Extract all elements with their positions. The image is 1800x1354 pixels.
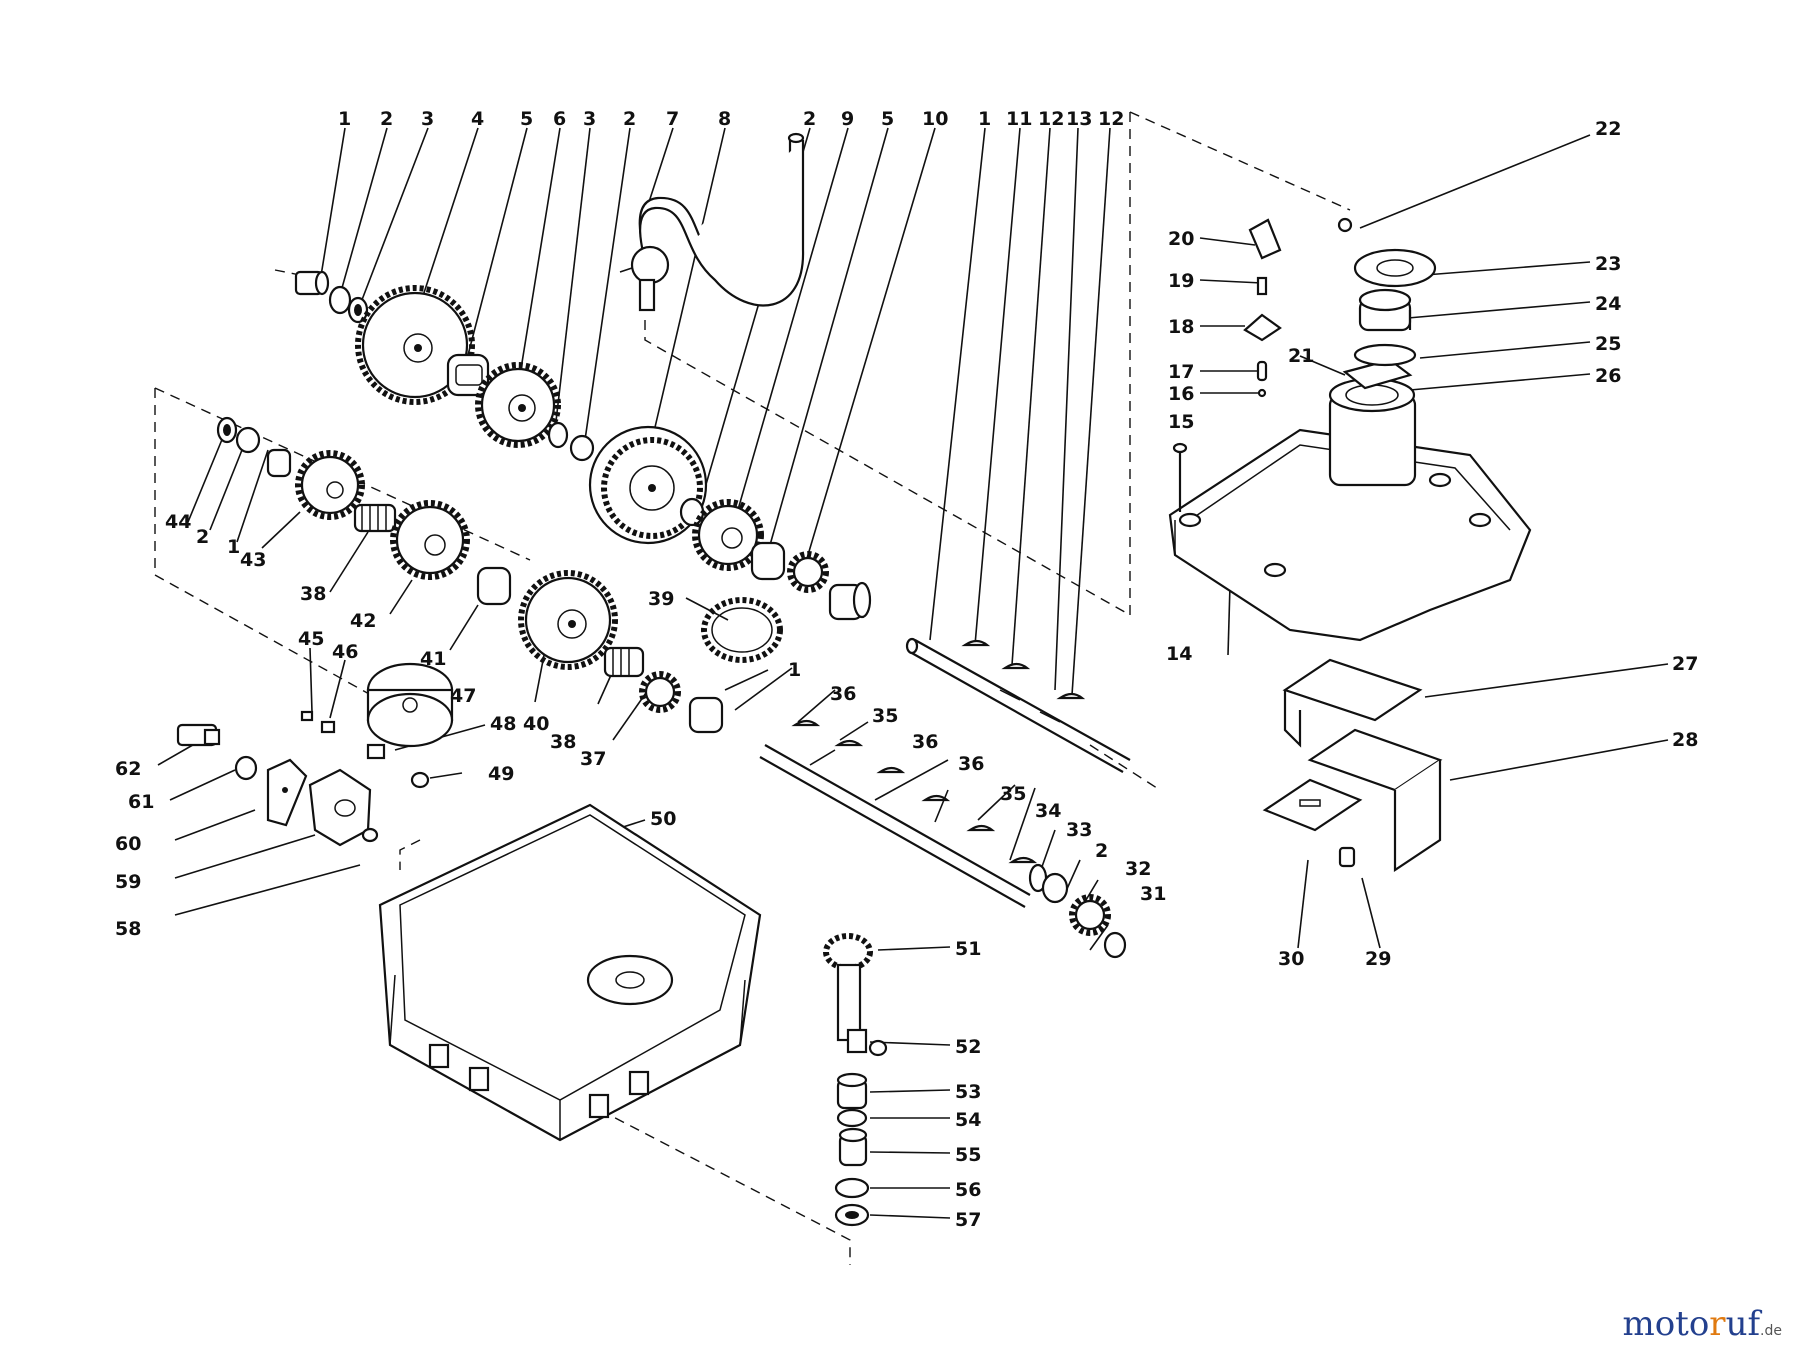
callout-2d: 2 xyxy=(196,526,209,548)
callout-3: 3 xyxy=(421,108,434,130)
callout-20: 20 xyxy=(1168,228,1194,250)
upper-housing-part xyxy=(1168,377,1532,642)
bushing-part xyxy=(294,270,369,324)
gear-part xyxy=(692,499,764,571)
callout-51: 51 xyxy=(955,938,981,960)
callout-13: 13 xyxy=(1066,108,1092,130)
parts-drawings xyxy=(176,132,1532,1227)
callout-21: 21 xyxy=(1288,345,1314,367)
callout-4: 4 xyxy=(471,108,484,130)
motoruf-watermark-logo: motoruf.de xyxy=(1622,1304,1782,1344)
callout-35: 35 xyxy=(872,705,898,727)
callout-1: 1 xyxy=(338,108,351,130)
callout-22: 22 xyxy=(1595,118,1621,140)
watermark-part2: r xyxy=(1709,1304,1726,1344)
callout-23: 23 xyxy=(1595,253,1621,275)
callout-33: 33 xyxy=(1066,819,1092,841)
callout-27: 27 xyxy=(1672,653,1698,675)
callout-57: 57 xyxy=(955,1209,981,1231)
callout-45: 45 xyxy=(298,628,324,650)
callout-1d: 1 xyxy=(788,659,801,681)
callout-60: 60 xyxy=(115,833,141,855)
callout-17: 17 xyxy=(1168,361,1194,383)
callout-41: 41 xyxy=(420,648,446,670)
callout-36b: 36 xyxy=(912,731,938,753)
part-callouts: 1 2 3 4 5 6 3 2 7 8 2 9 5 10 1 11 12 13 … xyxy=(115,108,1698,1231)
callout-28: 28 xyxy=(1672,729,1698,751)
callout-37: 37 xyxy=(580,748,606,770)
callout-46: 46 xyxy=(332,641,358,663)
callout-6: 6 xyxy=(553,108,566,130)
callout-54: 54 xyxy=(955,1109,981,1131)
callout-1b: 1 xyxy=(978,108,991,130)
watermark-part1: moto xyxy=(1622,1304,1710,1344)
callout-53: 53 xyxy=(955,1081,981,1103)
leader-lines xyxy=(157,127,1669,1219)
callout-26: 26 xyxy=(1595,365,1621,387)
gear-part xyxy=(355,285,475,405)
callout-1c: 1 xyxy=(227,536,240,558)
callout-50: 50 xyxy=(650,808,676,830)
callout-15: 15 xyxy=(1168,411,1194,433)
lower-shaft-part xyxy=(759,719,1038,908)
callout-8: 8 xyxy=(718,108,731,130)
shift-lever-part xyxy=(619,132,805,312)
watermark-tld: .de xyxy=(1760,1323,1782,1339)
lower-housing-part xyxy=(378,803,762,1142)
callout-39: 39 xyxy=(648,588,674,610)
callout-38: 38 xyxy=(300,583,326,605)
callout-10: 10 xyxy=(922,108,948,130)
callout-2c: 2 xyxy=(803,108,816,130)
callout-9: 9 xyxy=(841,108,854,130)
pinion-shaft-part xyxy=(823,933,888,1227)
callout-58: 58 xyxy=(115,918,141,940)
callout-16: 16 xyxy=(1168,383,1194,405)
callout-52: 52 xyxy=(955,1036,981,1058)
callout-25: 25 xyxy=(1595,333,1621,355)
callout-38b: 38 xyxy=(550,731,576,753)
callout-2b: 2 xyxy=(623,108,636,130)
callout-2e: 2 xyxy=(1095,840,1108,862)
callout-35b: 35 xyxy=(1000,783,1026,805)
callout-14: 14 xyxy=(1166,643,1192,665)
callout-5b: 5 xyxy=(881,108,894,130)
upper-shaft-part xyxy=(905,637,1131,773)
callout-61: 61 xyxy=(128,791,154,813)
callout-19: 19 xyxy=(1168,270,1194,292)
collar-part xyxy=(446,353,490,397)
callout-12: 12 xyxy=(1038,108,1064,130)
callout-31: 31 xyxy=(1140,883,1166,905)
callout-59: 59 xyxy=(115,871,141,893)
callout-62: 62 xyxy=(115,758,141,780)
callout-36: 36 xyxy=(830,683,856,705)
callout-2: 2 xyxy=(380,108,393,130)
callout-24: 24 xyxy=(1595,293,1621,315)
callout-36c: 36 xyxy=(958,753,984,775)
bracket-part xyxy=(1262,658,1443,873)
callout-34: 34 xyxy=(1035,800,1061,822)
gear-part xyxy=(475,362,561,448)
spring-part xyxy=(353,503,397,533)
bevel-gear-part xyxy=(588,425,708,545)
callout-12b: 12 xyxy=(1098,108,1124,130)
callout-30: 30 xyxy=(1278,948,1304,970)
callout-32: 32 xyxy=(1125,858,1151,880)
callout-42: 42 xyxy=(350,610,376,632)
callout-48: 48 xyxy=(490,713,516,735)
callout-40: 40 xyxy=(523,713,549,735)
callout-44: 44 xyxy=(165,511,191,533)
callout-7: 7 xyxy=(666,108,679,130)
callout-55: 55 xyxy=(955,1144,981,1166)
callout-56: 56 xyxy=(955,1179,981,1201)
callout-11: 11 xyxy=(1006,108,1032,130)
callout-49: 49 xyxy=(488,763,514,785)
callout-47: 47 xyxy=(450,685,476,707)
callout-18: 18 xyxy=(1168,316,1194,338)
callout-29: 29 xyxy=(1365,948,1391,970)
watermark-part3: uf xyxy=(1725,1304,1761,1344)
callout-43: 43 xyxy=(240,549,266,571)
callout-3b: 3 xyxy=(583,108,596,130)
callout-5: 5 xyxy=(520,108,533,130)
